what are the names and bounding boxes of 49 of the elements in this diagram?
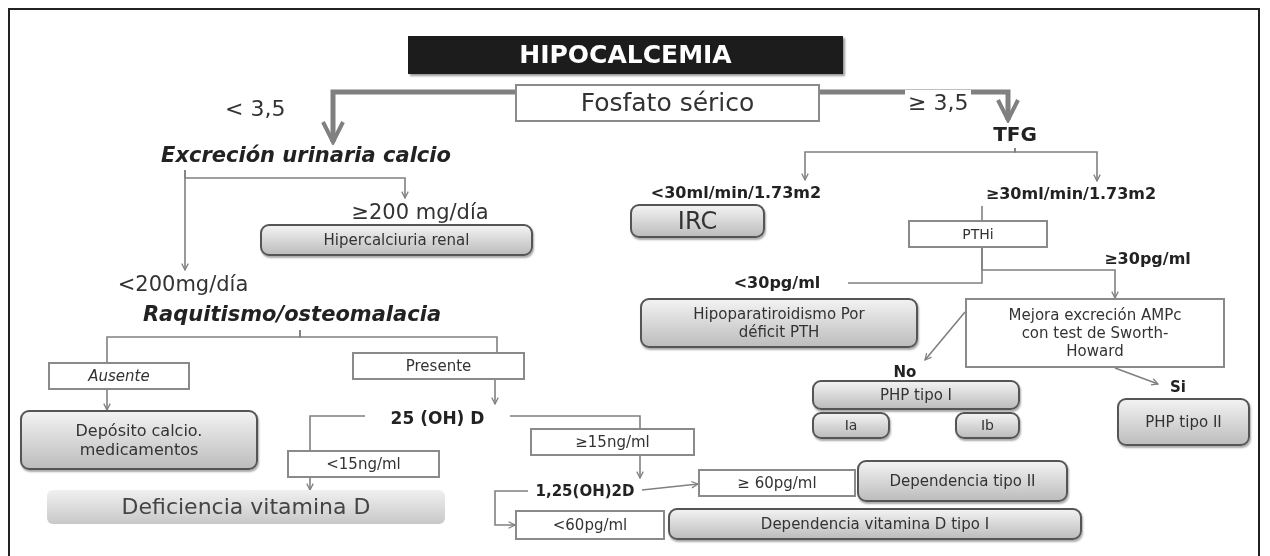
title-box: HIPOCALCEMIA [408, 36, 843, 74]
result-box: Ib [955, 412, 1020, 439]
result-box: Ia [812, 412, 890, 439]
condition-label: ≥30pg/ml [1075, 246, 1220, 272]
result-box: IRC [630, 204, 765, 238]
arrow [103, 389, 111, 411]
result-box: Hipercalciuria renal [260, 224, 533, 256]
result-box: PHP tipo II [1117, 398, 1250, 446]
arrow [1014, 147, 1101, 182]
result-box: PHP tipo I [812, 380, 1020, 410]
result-box: Dependencia vitamina D tipo I [668, 508, 1082, 540]
arrow [306, 477, 314, 491]
edge-label: ≥ 3,5 [905, 90, 972, 115]
condition-box: PTHi [908, 220, 1048, 248]
arrow [1114, 367, 1159, 386]
result-box: Deficiencia vitamina D [47, 490, 445, 524]
arrow [924, 311, 966, 361]
arrow [494, 490, 529, 529]
result-box: Dependencia tipo II [857, 460, 1068, 502]
condition-label: <30ml/min/1.73m2 [590, 180, 882, 206]
condition-label: ≥30ml/min/1.73m2 [962, 181, 1180, 206]
condition-label: 1,25(OH)2D [528, 478, 642, 504]
arrow [321, 89, 515, 144]
result-box: Hipoparatiroidismo Por déficit PTH [640, 298, 918, 348]
connector-line [981, 205, 983, 221]
arrow [181, 169, 189, 271]
connector-line [509, 415, 641, 429]
test-label: Raquitismo/osteomalacia [72, 300, 512, 330]
condition-label: 25 (OH) D [365, 404, 510, 432]
condition-box: <15ng/ml [287, 450, 440, 478]
test-label: Excreción urinaria calcio [96, 142, 516, 170]
condition-box: Ausente [48, 362, 190, 390]
condition-box: ≥ 60pg/ml [698, 469, 856, 497]
arrow [641, 480, 699, 491]
condition-box: Presente [352, 352, 525, 380]
connector-line [309, 415, 366, 451]
connector-line [299, 329, 498, 353]
condition-box: <60pg/ml [515, 510, 665, 540]
condition-label: TFG [980, 120, 1050, 148]
arrow [981, 247, 1119, 299]
condition-box: ≥15ng/ml [530, 428, 695, 456]
arrow [491, 379, 499, 405]
condition-label: <200mg/día [78, 270, 288, 300]
arrow [636, 455, 644, 479]
condition-box: Fosfato sérico [515, 84, 820, 122]
condition-label: Si [1158, 375, 1198, 399]
condition-label: <30pg/ml [706, 270, 848, 296]
condition-box: Mejora excreción AMPc con test de Sworth-Howard [965, 298, 1225, 368]
result-box: Depósito calcio. medicamentos [20, 410, 258, 470]
